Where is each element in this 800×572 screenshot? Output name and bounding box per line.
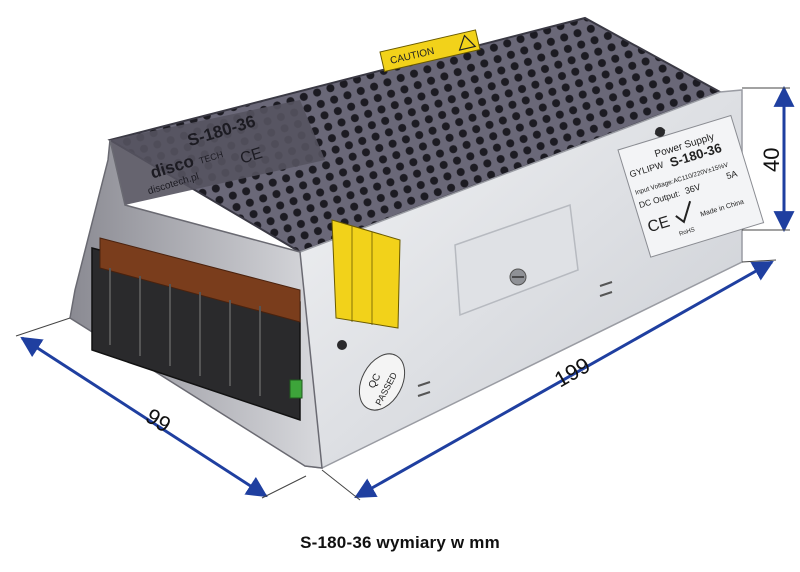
spec-ce-mark: CE bbox=[646, 213, 672, 236]
height-label: 40 bbox=[759, 148, 784, 172]
length-label: 199 bbox=[550, 352, 594, 392]
check-icon bbox=[675, 200, 692, 224]
mount-hole bbox=[655, 127, 665, 137]
led-indicator bbox=[289, 379, 303, 399]
mount-hole bbox=[337, 340, 347, 350]
lid-ce-mark: CE bbox=[238, 145, 264, 168]
dimension-arrows bbox=[15, 85, 795, 501]
spec-output-current: 5A bbox=[725, 168, 738, 181]
caption: S-180-36 wymiary w mm bbox=[300, 533, 500, 552]
spec-label: Power Supply GYLIPW S-180-36 Input Volta… bbox=[617, 114, 765, 258]
width-arrow bbox=[20, 336, 268, 498]
spec-output-voltage: 36V bbox=[684, 182, 702, 196]
length-arrow bbox=[354, 260, 774, 499]
warning-triangle-icon bbox=[458, 34, 477, 51]
spec-rohs: RoHS bbox=[679, 227, 696, 237]
caution-sticker: CAUTION bbox=[379, 29, 481, 73]
